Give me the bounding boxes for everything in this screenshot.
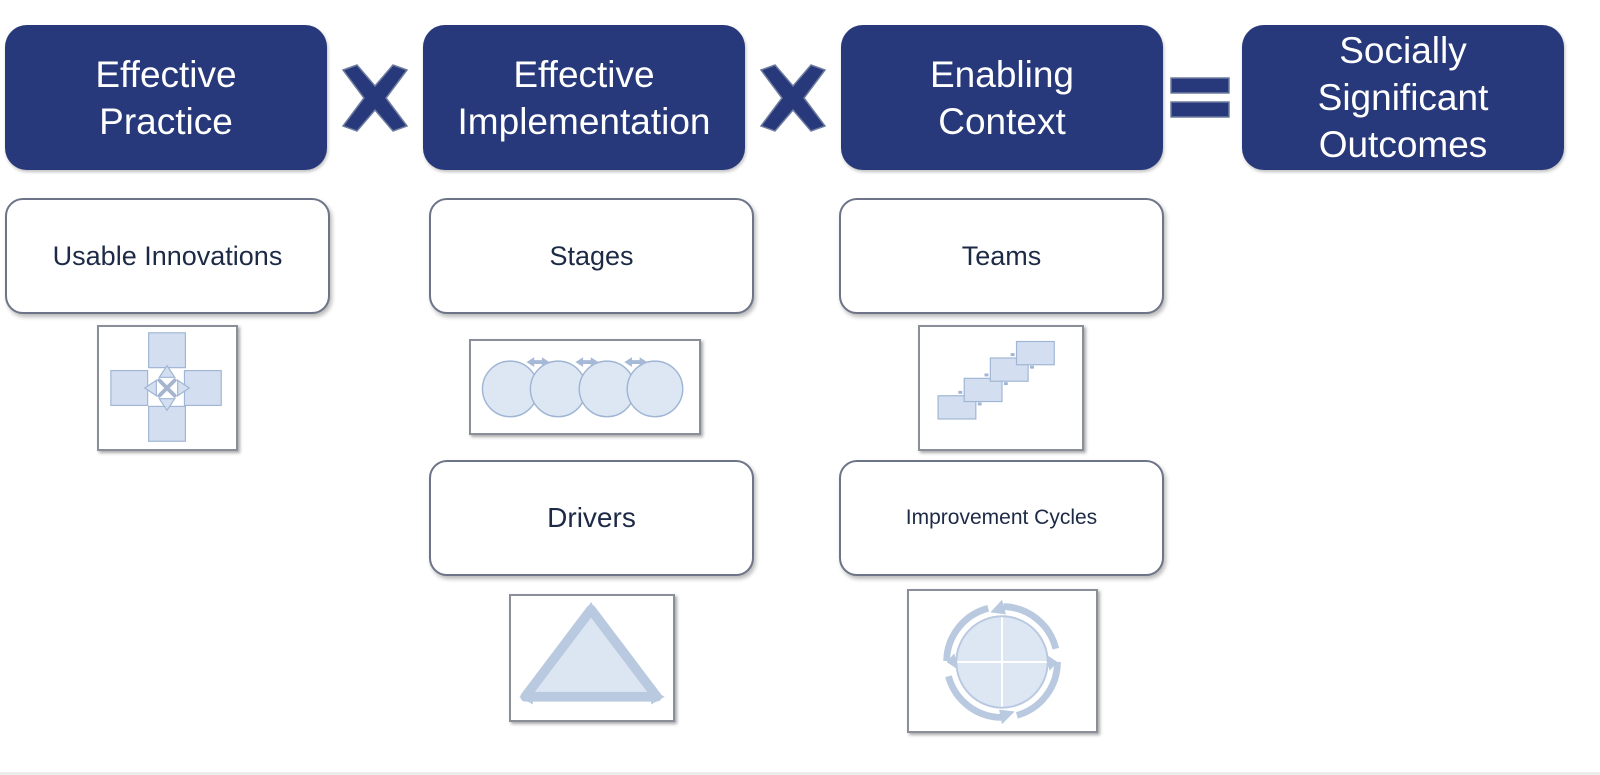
enabling-context-box: Enabling Context: [841, 25, 1163, 170]
socially-significant-outcomes-label: Socially Significant Outcomes: [1317, 30, 1489, 165]
stages-circles-icon: [481, 357, 684, 418]
teams-label: Teams: [961, 240, 1042, 271]
effective-practice-label: Effective Practice: [95, 53, 237, 142]
effective-implementation-label: Effective Implementation: [457, 53, 711, 142]
improvement-cycles-box: Improvement Cycles: [839, 460, 1164, 576]
stages-box: Stages: [429, 198, 754, 314]
multiply-icon: [341, 64, 409, 132]
enabling-context-label: Enabling Context: [929, 53, 1074, 142]
teams-thumbnail: [918, 325, 1084, 451]
improvement-cycles-label: Improvement Cycles: [905, 506, 1098, 529]
triangle-thumbnail: [509, 594, 675, 722]
usable-innovations-label: Usable Innovations: [52, 240, 283, 271]
cycle-thumbnail: [907, 589, 1098, 733]
stair-steps-icon: [937, 340, 1055, 420]
teams-box: Teams: [839, 198, 1164, 314]
bottom-divider: [0, 772, 1600, 775]
effective-practice-box: Effective Practice: [5, 25, 327, 170]
stages-label: Stages: [549, 240, 634, 271]
cycle-icon: [943, 599, 1061, 725]
socially-significant-outcomes-box: Socially Significant Outcomes: [1242, 25, 1564, 170]
equals-icon: [1170, 77, 1230, 118]
stages-thumbnail: [469, 339, 701, 435]
four-arrows-icon: [110, 332, 222, 442]
effective-implementation-box: Effective Implementation: [423, 25, 745, 170]
drivers-box: Drivers: [429, 460, 754, 576]
multiply-icon: [759, 64, 827, 132]
triangle-icon: [519, 601, 665, 705]
drivers-label: Drivers: [547, 502, 636, 533]
four-arrows-thumbnail: [97, 325, 238, 451]
usable-innovations-box: Usable Innovations: [5, 198, 330, 314]
